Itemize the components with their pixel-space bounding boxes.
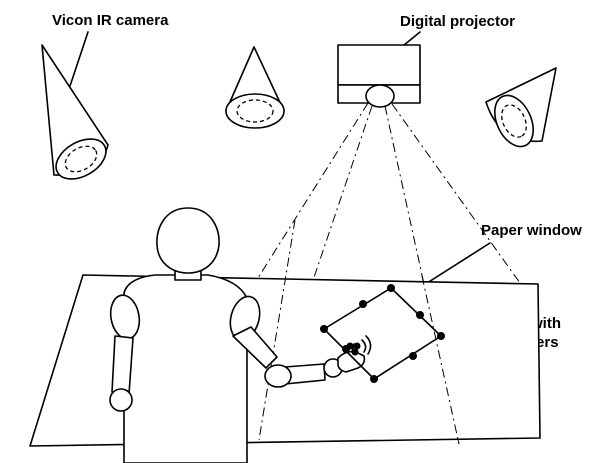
digital-projector	[337, 44, 421, 108]
ir-camera-right	[485, 67, 557, 148]
user-figure	[109, 207, 372, 463]
ir-camera-middle	[225, 46, 285, 129]
camera-label: Vicon IR camera	[52, 12, 169, 29]
paper-window-label: Paper window	[481, 222, 582, 239]
paper-window	[320, 284, 445, 383]
projection-on-table	[258, 219, 460, 445]
table	[29, 274, 541, 447]
projector-label: Digital projector	[400, 13, 515, 30]
ir-camera-left	[41, 44, 109, 180]
camera-leader-line	[66, 31, 89, 96]
finger-ir-markers	[346, 342, 361, 356]
